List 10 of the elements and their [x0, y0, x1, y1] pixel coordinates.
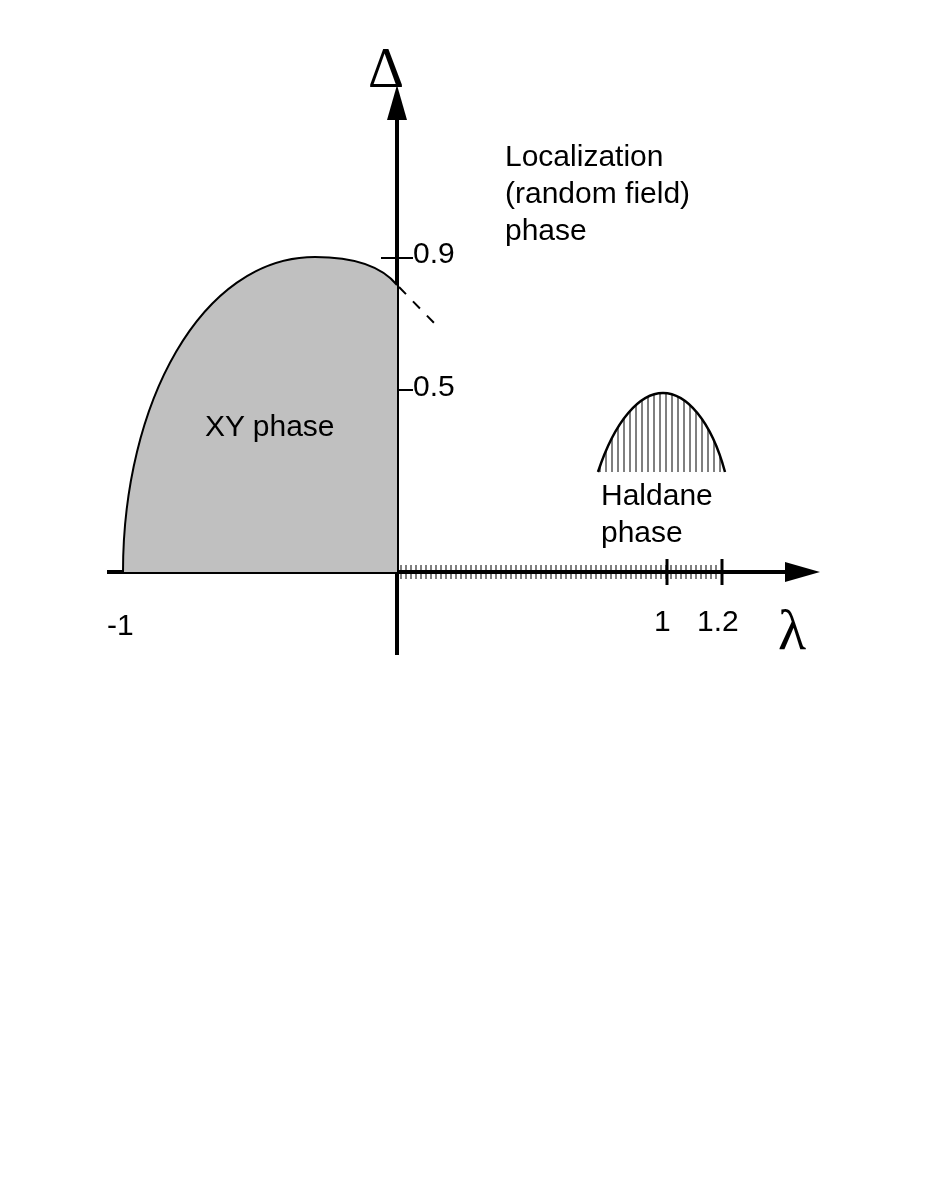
- phase-label: Localization (random field) phase: [505, 138, 692, 248]
- tick-label: 1.2: [697, 603, 739, 639]
- tick-label: -1: [107, 607, 134, 643]
- tick-label: 0.9: [413, 235, 455, 271]
- phase-label: XY phase: [205, 408, 336, 444]
- axis-label: λ: [778, 598, 807, 662]
- tick-label: 1: [654, 603, 671, 639]
- tick-label: 0.5: [413, 368, 455, 404]
- axis-label: Δ: [368, 38, 404, 100]
- phase-label: Haldane phase: [601, 477, 714, 550]
